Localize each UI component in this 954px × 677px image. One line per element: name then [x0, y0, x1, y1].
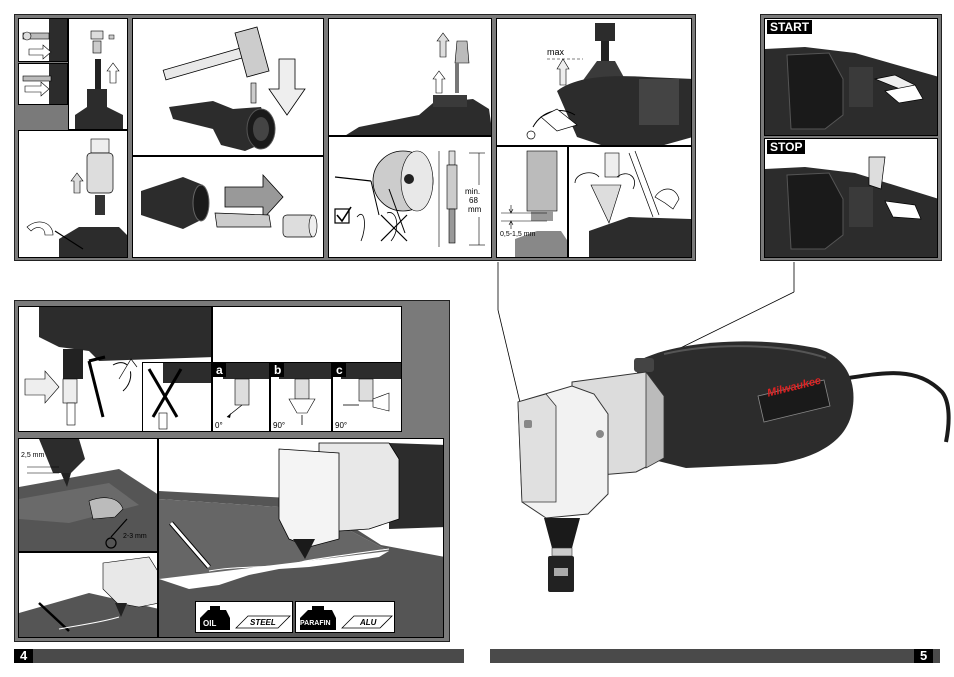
page-number-left: 4: [14, 649, 34, 663]
lubricant-parafin-label: PARAFIN: [300, 620, 331, 627]
figure-stop: STOP: [764, 138, 938, 258]
figure-7-gap-inset: 0,5-1,5 mm: [496, 146, 568, 258]
option-c-letter: c: [333, 363, 346, 377]
option-b-letter: b: [271, 363, 285, 377]
figure-1d-die-assembly: [18, 130, 128, 258]
figure-2-hammer-punch: [132, 18, 324, 156]
figure-4-punch-insertion: [328, 18, 492, 136]
gap-label: 0,5-1,5 mm: [500, 231, 536, 238]
figure-12-curve-cut-small: [18, 552, 158, 638]
min-label: min.: [465, 187, 481, 196]
figure-1c-die-parts: [68, 18, 128, 130]
hole-distance-label: 2-3 mm: [123, 533, 147, 540]
figure-1b-punch-removal: [18, 63, 68, 105]
figure-8-rotate-die: [568, 146, 692, 258]
figure-13-curve-cut-large: OIL STEEL PARAFIN ALU: [158, 438, 444, 638]
lubricant-parafin-alu: PARAFIN ALU: [295, 601, 395, 633]
option-b-angle: 90°: [273, 421, 286, 430]
footer-bar-right: [490, 649, 940, 663]
figure-6-punch-adjust-max: max: [496, 18, 692, 146]
page-number-right: 5: [914, 649, 934, 663]
figure-9-blank-area: [212, 306, 402, 364]
figure-die-orientation-b: b 90°: [270, 362, 332, 432]
option-c-angle: 90°: [335, 421, 348, 430]
material-steel-label: STEEL: [250, 618, 276, 627]
lubricant-oil-label: OIL: [203, 619, 217, 628]
figure-11-edge-distance: 2,5 mm 2-3 mm: [18, 438, 158, 552]
main-tool-illustration: Milwaukee: [496, 262, 952, 644]
max-label: max: [547, 47, 565, 57]
footer-bar-left: [14, 649, 464, 663]
min-value: 68: [469, 196, 478, 205]
figure-10-pliers: [142, 362, 212, 432]
min-unit: mm: [468, 205, 482, 214]
stop-label: STOP: [767, 140, 806, 154]
figure-1a-punch-holder: [18, 18, 68, 62]
edge-distance-label: 2,5 mm: [21, 452, 45, 459]
figure-die-orientation-c: c 90°: [332, 362, 402, 432]
material-alu-label: ALU: [360, 618, 377, 627]
figure-3-die-disassembly: [132, 156, 324, 258]
lubricant-oil-steel: OIL STEEL: [195, 601, 293, 633]
option-a-letter: a: [213, 363, 226, 377]
figure-start: START: [764, 18, 938, 136]
figure-die-orientation-a: a 0°: [212, 362, 270, 432]
option-a-angle: 0°: [215, 421, 223, 430]
start-label: START: [767, 20, 813, 34]
figure-5-punch-check: min. 68 mm: [328, 136, 492, 258]
